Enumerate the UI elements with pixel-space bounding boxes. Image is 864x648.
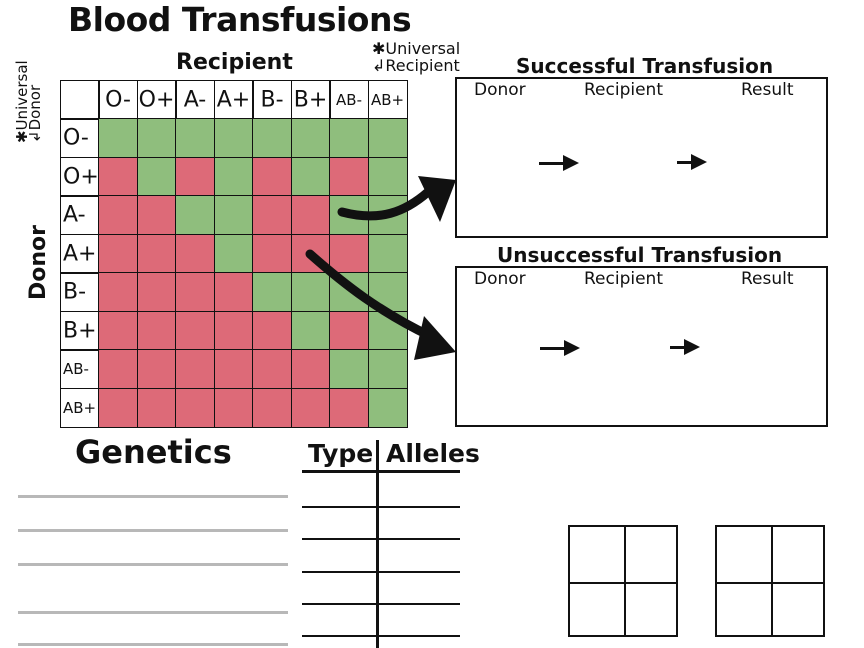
recipient-header-O+: O+ (136, 80, 177, 120)
table-rule (302, 470, 460, 473)
incompatible-cell (98, 195, 138, 235)
donor-header-B+: B+ (60, 310, 100, 351)
incompatible-cell (136, 272, 177, 312)
arrow-right-icon (677, 154, 707, 170)
table-rule (302, 603, 460, 605)
compatible-cell (367, 118, 408, 158)
incompatible-cell (136, 349, 177, 389)
arrow-right-icon (539, 155, 579, 171)
table-divider (376, 440, 379, 648)
writing-line (18, 643, 288, 646)
table-rule (302, 506, 460, 508)
donor-type-label: B- (63, 279, 87, 305)
compatible-cell (367, 349, 408, 389)
incompatible-cell (213, 349, 254, 389)
incompatible-cell (136, 387, 177, 428)
recipient-type-label: A+ (216, 87, 251, 113)
incompatible-cell (329, 233, 369, 274)
writing-line (18, 495, 288, 498)
successful-result-col: Result (741, 80, 794, 100)
compatible-cell (290, 118, 331, 158)
incompatible-cell (290, 387, 331, 428)
donor-type-label: O- (63, 125, 89, 151)
donor-type-label: AB+ (63, 398, 97, 417)
grid-corner-cell (60, 80, 100, 120)
incompatible-cell (136, 233, 177, 274)
compatible-cell (98, 118, 138, 158)
table-rule (302, 571, 460, 573)
successful-title: Successful Transfusion (516, 54, 774, 78)
recipient-type-label: B+ (293, 87, 328, 113)
table-header-alleles: Alleles (386, 439, 480, 468)
incompatible-cell (175, 387, 215, 428)
asterisk-icon: ✱ (372, 39, 386, 58)
incompatible-cell (252, 156, 292, 197)
arrow-right-icon (670, 339, 700, 355)
curved-arrow-icon: ↲ (372, 56, 386, 75)
donor-type-label: A+ (63, 241, 97, 266)
writing-line (18, 529, 288, 532)
donor-type-label: AB- (63, 360, 89, 378)
incompatible-cell (329, 156, 369, 197)
compatible-cell (367, 156, 408, 197)
incompatible-cell (290, 349, 331, 389)
unsuccessful-recipient-col: Recipient (584, 269, 663, 289)
arrow-to-successful (337, 176, 456, 222)
punnett-divider (717, 582, 823, 584)
arrow-to-unsuccessful (305, 249, 456, 360)
donor-type-label: A- (63, 202, 86, 228)
table-rule (302, 538, 460, 540)
unsuccessful-result-col: Result (741, 269, 794, 289)
universal-recipient-line1: Universal (385, 39, 461, 58)
recipient-header-B+: B+ (290, 80, 331, 120)
punnett-square (568, 525, 678, 637)
incompatible-cell (213, 310, 254, 351)
donor-type-label: O+ (63, 164, 99, 189)
recipient-type-label: O+ (138, 87, 175, 113)
recipient-axis-label: Recipient (176, 50, 293, 75)
punnett-divider (570, 582, 676, 584)
universal-recipient-line2: Recipient (385, 56, 460, 75)
donor-type-label: B+ (63, 318, 97, 343)
compatibility-grid: O- O+ A- A+ B- B+ AB- AB+ O- O+ A- A+ B- B+ AB- AB+ (60, 80, 408, 428)
compatible-cell (367, 387, 408, 428)
compatible-cell (175, 195, 215, 235)
donor-header-A+: A+ (60, 233, 100, 274)
page-title: Blood Transfusions (68, 0, 412, 39)
genetics-title: Genetics (75, 433, 232, 471)
successful-recipient-col: Recipient (584, 80, 663, 100)
unsuccessful-title: Unsuccessful Transfusion (497, 243, 783, 267)
table-header-type: Type (308, 439, 374, 468)
incompatible-cell (252, 387, 292, 428)
writing-line (18, 611, 288, 614)
recipient-type-label: B- (260, 87, 284, 113)
recipient-type-label: A- (183, 87, 207, 113)
table-rule (302, 635, 460, 637)
donor-header-O-: O- (60, 118, 100, 158)
unsuccessful-panel: Donor Recipient Result (455, 266, 828, 427)
recipient-type-label: AB- (336, 90, 362, 109)
recipient-type-label: O- (105, 87, 131, 113)
successful-panel: Donor Recipient Result (455, 77, 828, 238)
recipient-type-label: AB+ (370, 90, 405, 109)
compatible-cell (136, 118, 177, 158)
punnett-square (715, 525, 825, 637)
incompatible-cell (252, 195, 292, 235)
punnett-divider (624, 527, 626, 635)
arrow-right-icon (540, 340, 580, 356)
writing-line (18, 563, 288, 566)
unsuccessful-donor-col: Donor (474, 269, 526, 289)
punnett-divider (771, 527, 773, 635)
universal-recipient-note: ✱Universal ↲Recipient (372, 40, 460, 74)
successful-donor-col: Donor (474, 80, 526, 100)
